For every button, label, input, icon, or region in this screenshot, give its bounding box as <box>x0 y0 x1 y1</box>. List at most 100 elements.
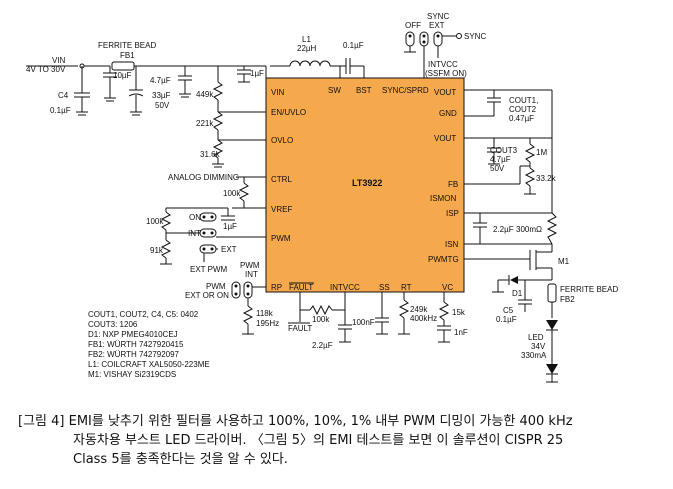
cout3-label: COUT3 <box>490 146 518 155</box>
c5-value: 0.1µF <box>496 315 517 324</box>
sync-ext-label: EXT <box>429 21 445 30</box>
r-100k-dim-label: 100k <box>146 217 164 226</box>
c-1u-vref-label: 1µF <box>223 222 237 231</box>
led-label: LED <box>528 333 544 342</box>
sync-jumper[interactable] <box>405 31 443 47</box>
r-195hz-label: 195Hz <box>256 319 279 328</box>
sync-off-label: OFF <box>405 21 421 30</box>
c-50v-label: 50V <box>155 101 170 110</box>
ext-or-on-label: EXT OR ON <box>185 291 229 300</box>
bom-line-7: M1: VISHAY Si2319CDS <box>88 370 176 379</box>
bom-line-3: D1: NXP PMEG4010CEJ <box>88 330 178 339</box>
ssfm-note: (SSFM ON) <box>425 69 467 78</box>
c-4u7-label: 4.7µF <box>150 76 171 85</box>
ferrite-bead-label-1: FERRITE BEAD <box>98 41 156 50</box>
c-33u-label: 33µF <box>152 91 171 100</box>
sync-top-label: SYNC <box>427 12 449 21</box>
pin-fb: FB <box>448 180 458 189</box>
r-100k-fault-label: 100k <box>312 315 330 324</box>
vin-range: 4V TO 30V <box>26 65 66 74</box>
pin-fault: FAULT <box>289 283 313 292</box>
bom-line-1: COUT1, COUT2, C4, C5: 0402 <box>88 310 199 319</box>
pin-pwm: PWM <box>271 234 291 243</box>
led-driver-schematic: LT3922 VIN EN/UVLO OVLO CTRL VREF PWM RP… <box>26 12 618 383</box>
f-400k-label: 400kHz <box>410 314 437 323</box>
c-2u2-label: 2.2µF <box>493 225 514 234</box>
d1-label: D1 <box>512 289 523 298</box>
r-100k-ctrl-label: 100k <box>223 189 241 198</box>
pin-ismon: ISMON <box>430 194 456 203</box>
pin-bst: BST <box>356 86 372 95</box>
intvcc-note: INTVCC <box>428 60 458 69</box>
led-voltage: 34V <box>531 342 546 351</box>
pin-vin: VIN <box>271 88 285 97</box>
pwm-ext-label: PWM <box>206 282 226 291</box>
c-1n-label: 1nF <box>454 328 468 337</box>
ext-pwm-label: EXT PWM <box>190 265 228 274</box>
pin-intvcc: INTVCC <box>330 283 360 292</box>
chip-name: LT3922 <box>352 178 382 188</box>
c4-value: 0.1µF <box>50 106 71 115</box>
l1-label: L1 <box>302 35 311 44</box>
pin-vout-1: VOUT <box>434 88 456 97</box>
bom-line-4: FB1: WÜRTH 7427920415 <box>88 340 184 349</box>
fb1-label: FB1 <box>120 51 135 60</box>
cout2-label: COUT2 <box>509 105 537 114</box>
sync-out-label: SYNC <box>464 32 486 41</box>
caption-line-3: Class 5를 충족한다는 것을 알 수 있다. <box>73 452 288 467</box>
fb2-label: FB2 <box>560 295 575 304</box>
pin-ss: SS <box>379 283 390 292</box>
c5-label: C5 <box>503 306 514 315</box>
pin-vref: VREF <box>271 205 292 214</box>
bom-notes: COUT1, COUT2, C4, C5: 0402 COUT3: 1206 D… <box>88 310 210 379</box>
c-bst-label: 0.1µF <box>343 41 364 50</box>
pin-rp: RP <box>271 283 282 292</box>
rp-jumper[interactable] <box>231 281 253 299</box>
cout1-label: COUT1, <box>509 96 538 105</box>
pin-vout-2: VOUT <box>434 134 456 143</box>
r-91k-label: 91k <box>150 246 164 255</box>
c-1u-top-label: 1µF <box>250 69 264 78</box>
vin-label: VIN <box>52 56 66 65</box>
pin-ovlo: OVLO <box>271 136 293 145</box>
pin-sw: SW <box>328 86 341 95</box>
pin-rt: RT <box>401 283 412 292</box>
figure-caption: [그림 4] EMI를 낮추기 위한 필터를 사용하고 100%, 10%, 1… <box>18 412 658 469</box>
pwm-int-label-1: PWM <box>240 261 260 270</box>
cout3-voltage: 50V <box>490 164 505 173</box>
lt3922-chip <box>265 77 465 293</box>
r-221k-label: 221k <box>196 119 214 128</box>
sw-ext-label: EXT <box>221 245 237 254</box>
r-249k-label: 249k <box>410 305 428 314</box>
pwm-int-label-2: INT <box>245 270 258 279</box>
pin-en-uvlo: EN/UVLO <box>271 108 306 117</box>
bom-line-2: COUT3: 1206 <box>88 320 138 329</box>
caption-line-2: 자동차용 부스트 LED 드라이버. 〈그림 5〉의 EMI 테스트를 보면 이… <box>73 433 564 448</box>
fault-label: FAULT <box>288 324 312 333</box>
c4-label: C4 <box>58 91 69 100</box>
pin-pwmtg: PWMTG <box>428 255 459 264</box>
r-31k6-label: 31.6k <box>200 150 221 159</box>
ferrite-bead-label-2: FERRITE BEAD <box>560 285 618 294</box>
r-449k-label: 449k <box>196 90 214 99</box>
r-1m-label: 1M <box>536 148 547 157</box>
pin-ctrl: CTRL <box>271 175 292 184</box>
l1-value: 22µH <box>297 44 317 53</box>
c-100n-label: 100nF <box>352 318 375 327</box>
analog-dimming-label: ANALOG DIMMING <box>168 173 239 182</box>
sw-on-label: ON <box>189 213 201 222</box>
r-118k-label: 118k <box>256 309 274 318</box>
r-15k-label: 15k <box>452 308 466 317</box>
r-33k2-label: 33.2k <box>536 174 557 183</box>
pin-sync-sprd: SYNC/SPRD <box>382 86 429 95</box>
led-current: 330mA <box>521 351 547 360</box>
led-string <box>546 320 558 383</box>
c-10u-label: 10µF <box>113 71 132 80</box>
cout3-value: 4.7µF <box>490 155 511 164</box>
pwm-mode-jumper[interactable] <box>199 212 217 254</box>
c-2u2-int-label: 2.2µF <box>312 341 333 350</box>
cout-value: 0.47µF <box>509 114 534 123</box>
r-sense-label: 300mΩ <box>516 225 542 234</box>
pin-gnd: GND <box>439 109 457 118</box>
pin-isn: ISN <box>445 240 459 249</box>
